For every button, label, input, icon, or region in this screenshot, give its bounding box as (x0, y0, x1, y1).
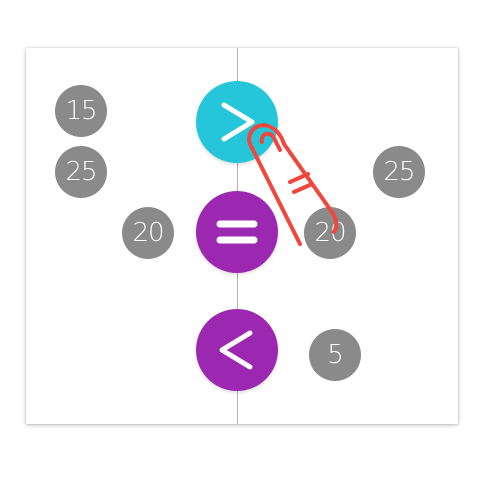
left-number-1[interactable]: 15 (55, 85, 107, 137)
right-number-2[interactable]: 20 (304, 207, 356, 259)
left-number-3[interactable]: 20 (122, 207, 174, 259)
less-than-button[interactable] (196, 309, 278, 391)
equal-button[interactable] (196, 191, 278, 273)
less-than-icon (219, 330, 253, 370)
right-number-1[interactable]: 25 (373, 146, 425, 198)
greater-than-icon (221, 102, 255, 142)
right-number-3[interactable]: 5 (309, 329, 361, 381)
greater-than-button[interactable] (196, 81, 278, 163)
game-board: 15 25 20 25 20 5 (26, 48, 458, 424)
left-number-2[interactable]: 25 (55, 146, 107, 198)
equal-icon (216, 220, 258, 244)
